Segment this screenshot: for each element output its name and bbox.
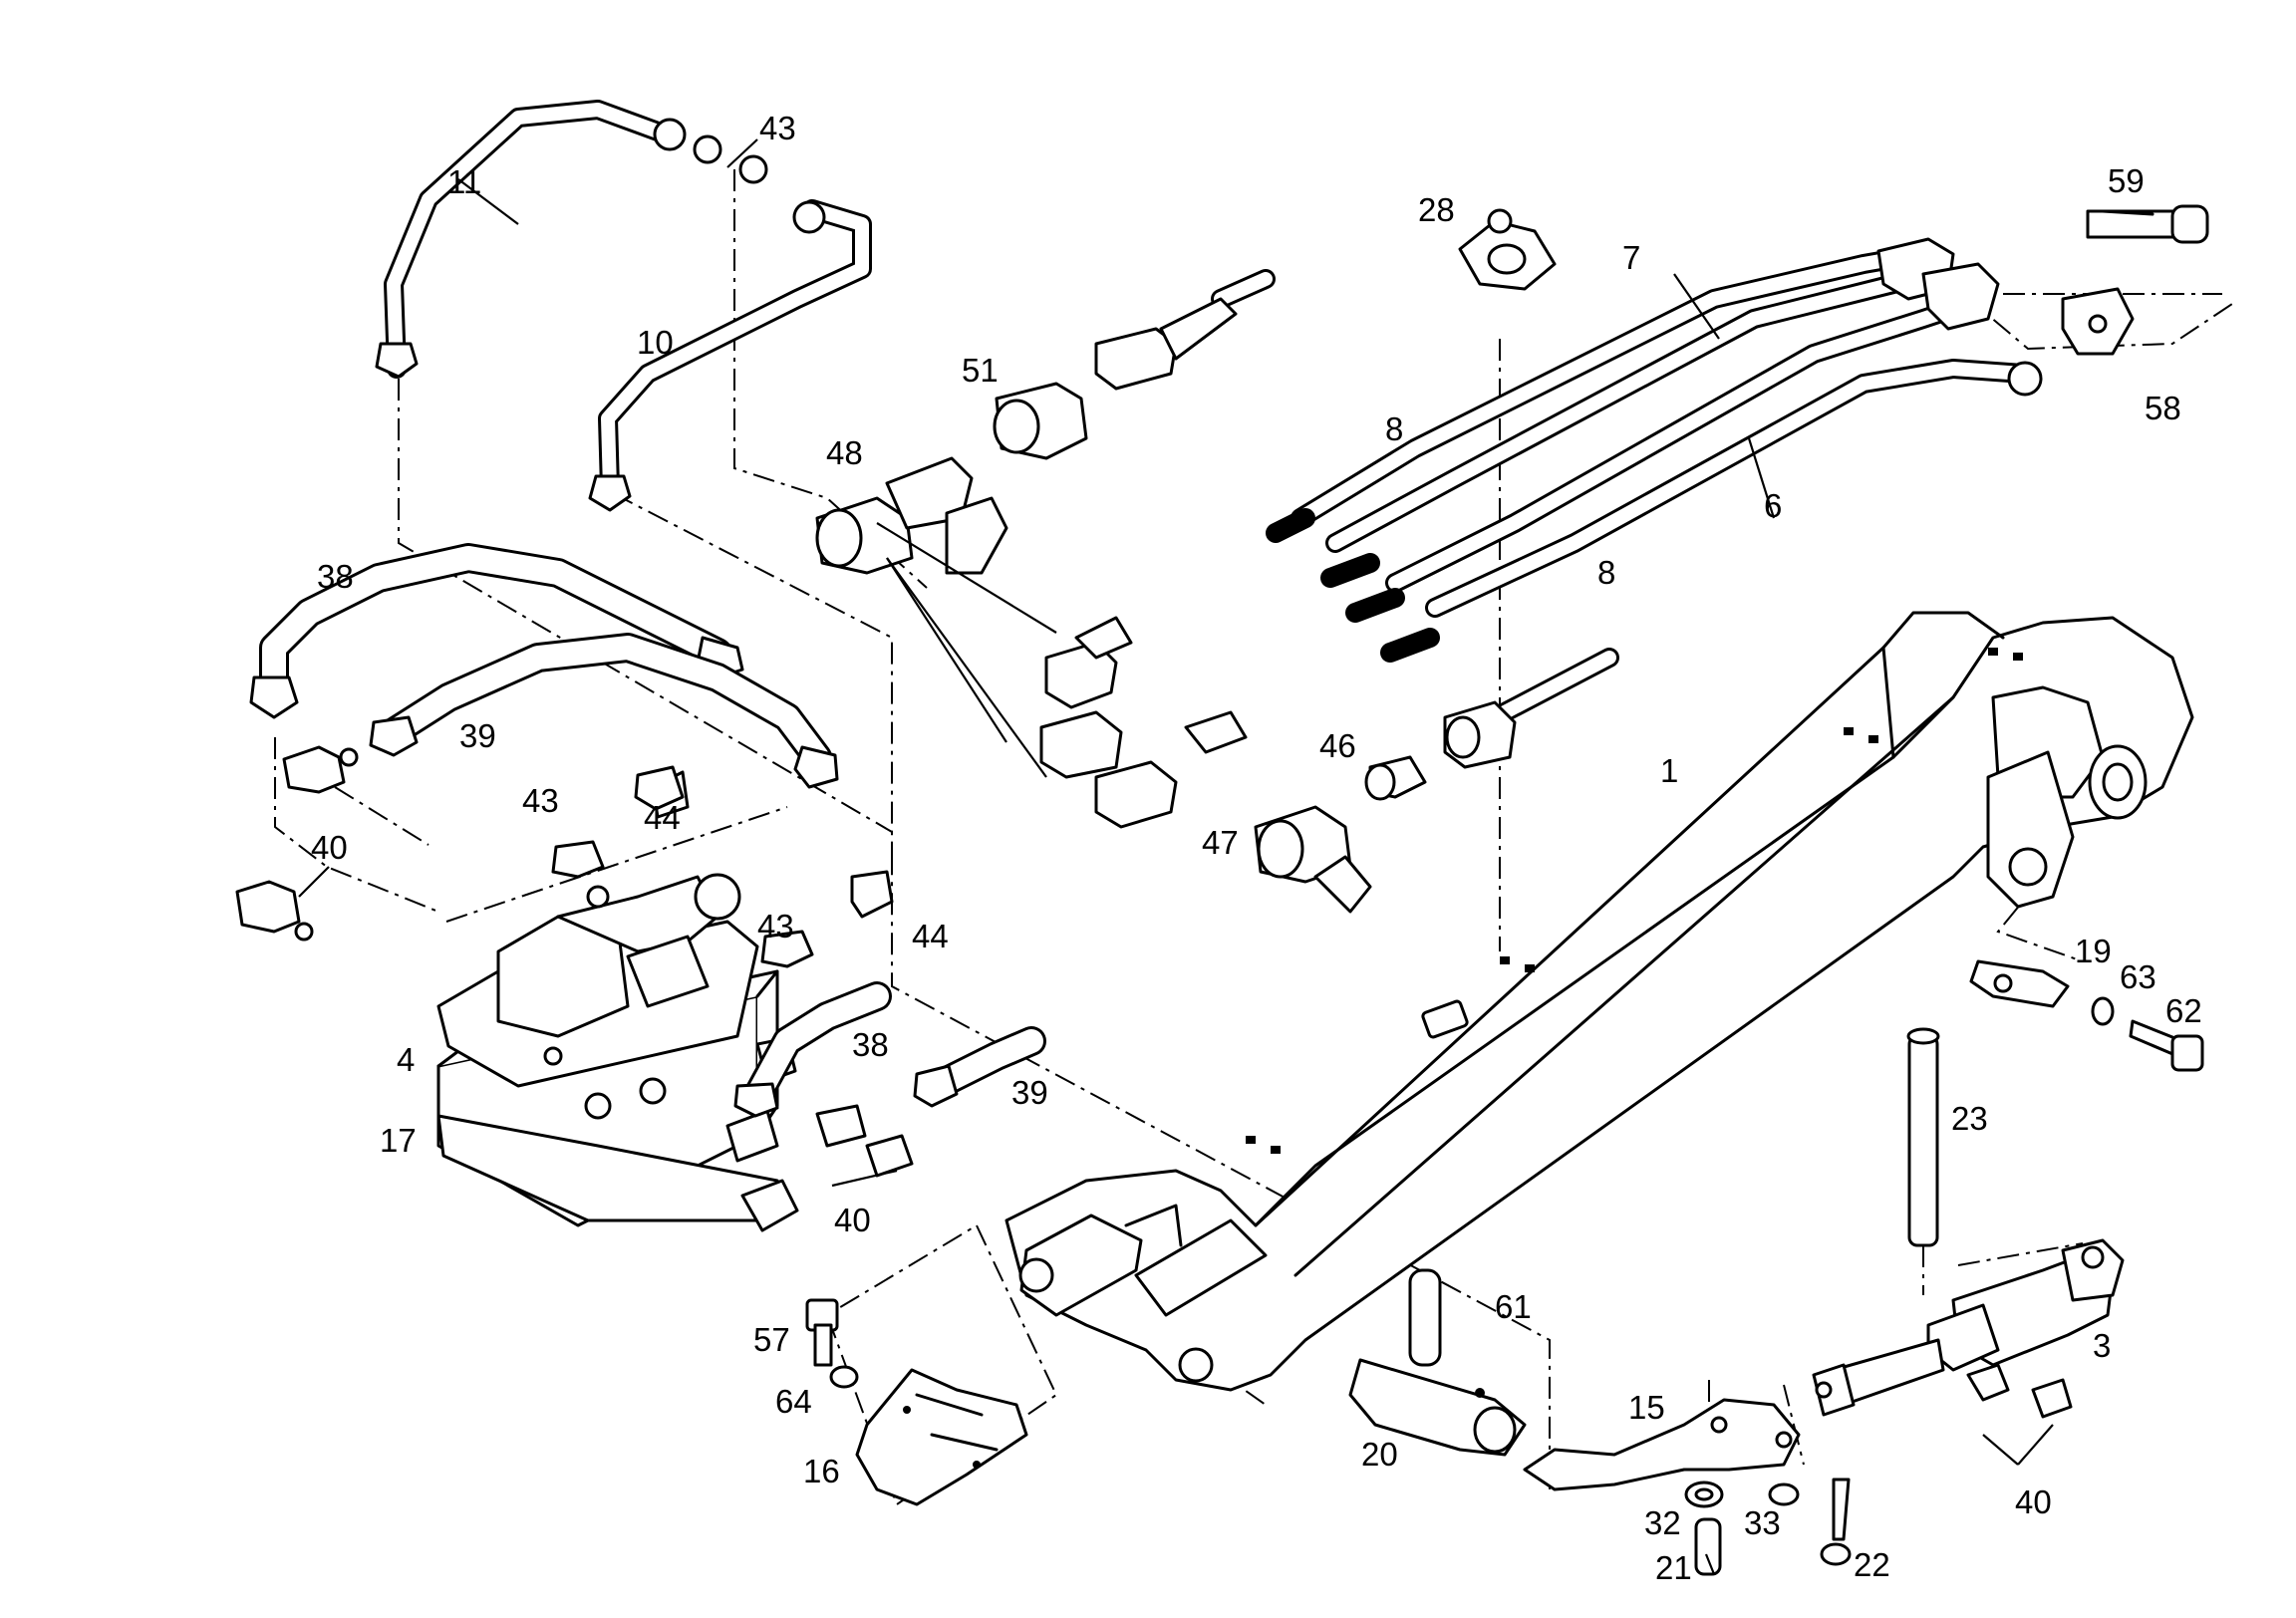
pin-23 — [1906, 1027, 1940, 1247]
pin-61 — [1408, 1268, 1442, 1367]
callout-39: 39 — [459, 717, 496, 754]
sleeve-20 — [1348, 1358, 1527, 1457]
callout-3: 3 — [2093, 1327, 2111, 1364]
callout-8: 8 — [1385, 410, 1403, 447]
hose-bundle-7-8-6 — [1291, 204, 2209, 618]
callout-11: 11 — [447, 163, 481, 200]
callout-61: 61 — [1495, 1288, 1532, 1325]
callout-43: 43 — [757, 908, 794, 944]
callout-57: 57 — [753, 1321, 790, 1358]
callout-40: 40 — [834, 1202, 871, 1238]
bolt-59 — [2101, 209, 2154, 216]
bolt-57 — [805, 1298, 839, 1367]
callout-7: 7 — [1622, 239, 1640, 276]
callout-leaders — [298, 138, 2054, 1575]
callout-39: 39 — [1011, 1074, 1048, 1111]
callout-38: 38 — [852, 1026, 889, 1063]
pipe-stubs — [1211, 269, 1619, 722]
callout-20: 20 — [1361, 1436, 1398, 1473]
callout-21: 21 — [1655, 1549, 1692, 1586]
callout-47: 47 — [1202, 824, 1239, 861]
callout-4: 4 — [397, 1041, 415, 1078]
callout-6: 6 — [1764, 487, 1782, 524]
callout-43: 43 — [759, 110, 796, 146]
callout-38: 38 — [317, 558, 354, 595]
cover-plate-16 — [855, 1368, 1028, 1506]
hose-38-lower — [733, 981, 892, 1118]
callout-19: 19 — [2075, 933, 2112, 969]
hose-39-lower — [913, 1026, 1046, 1108]
callout-17: 17 — [380, 1122, 417, 1159]
callout-64: 64 — [775, 1383, 812, 1420]
tube-10 — [588, 199, 872, 512]
small-parts-32-33-21-22 — [1684, 1478, 1852, 1576]
callout-10: 10 — [637, 324, 674, 361]
callout-1: 1 — [1660, 752, 1678, 789]
callout-63: 63 — [2120, 958, 2156, 995]
hose-39-upper — [369, 633, 839, 789]
callout-40: 40 — [2015, 1483, 2052, 1520]
callout-32: 32 — [1644, 1504, 1681, 1541]
callout-28: 28 — [1418, 191, 1455, 228]
callout-22: 22 — [1854, 1546, 1890, 1583]
cylinder-3 — [1812, 1238, 2125, 1419]
callout-8: 8 — [1597, 554, 1615, 591]
boom-arm — [1004, 611, 2194, 1392]
callout-62: 62 — [2165, 992, 2202, 1029]
callout-44: 44 — [912, 918, 949, 954]
callout-labels: 11 43 10 51 48 28 7 59 58 8 6 8 38 39 43… — [311, 110, 2202, 1586]
callout-15: 15 — [1628, 1389, 1665, 1426]
callout-40: 40 — [311, 829, 348, 866]
clamp-28 — [1458, 208, 1557, 291]
callout-51: 51 — [962, 352, 999, 389]
callout-33: 33 — [1744, 1504, 1781, 1541]
bracket-19 — [1969, 959, 2070, 1008]
callout-44: 44 — [644, 799, 681, 836]
washer-63-bolt-62 — [2091, 996, 2204, 1072]
washer-64 — [829, 1365, 859, 1389]
callout-59: 59 — [2108, 162, 2145, 199]
couplings-48-51-46-47 — [815, 297, 1517, 914]
callout-43: 43 — [522, 782, 559, 819]
callout-16: 16 — [803, 1453, 840, 1489]
callout-48: 48 — [826, 434, 863, 471]
callout-46: 46 — [1319, 727, 1356, 764]
callout-58: 58 — [2145, 390, 2181, 426]
callout-23: 23 — [1951, 1100, 1988, 1137]
hose-38-upper — [249, 543, 744, 719]
lever-15 — [1523, 1398, 1801, 1491]
tube-11 — [375, 100, 768, 379]
